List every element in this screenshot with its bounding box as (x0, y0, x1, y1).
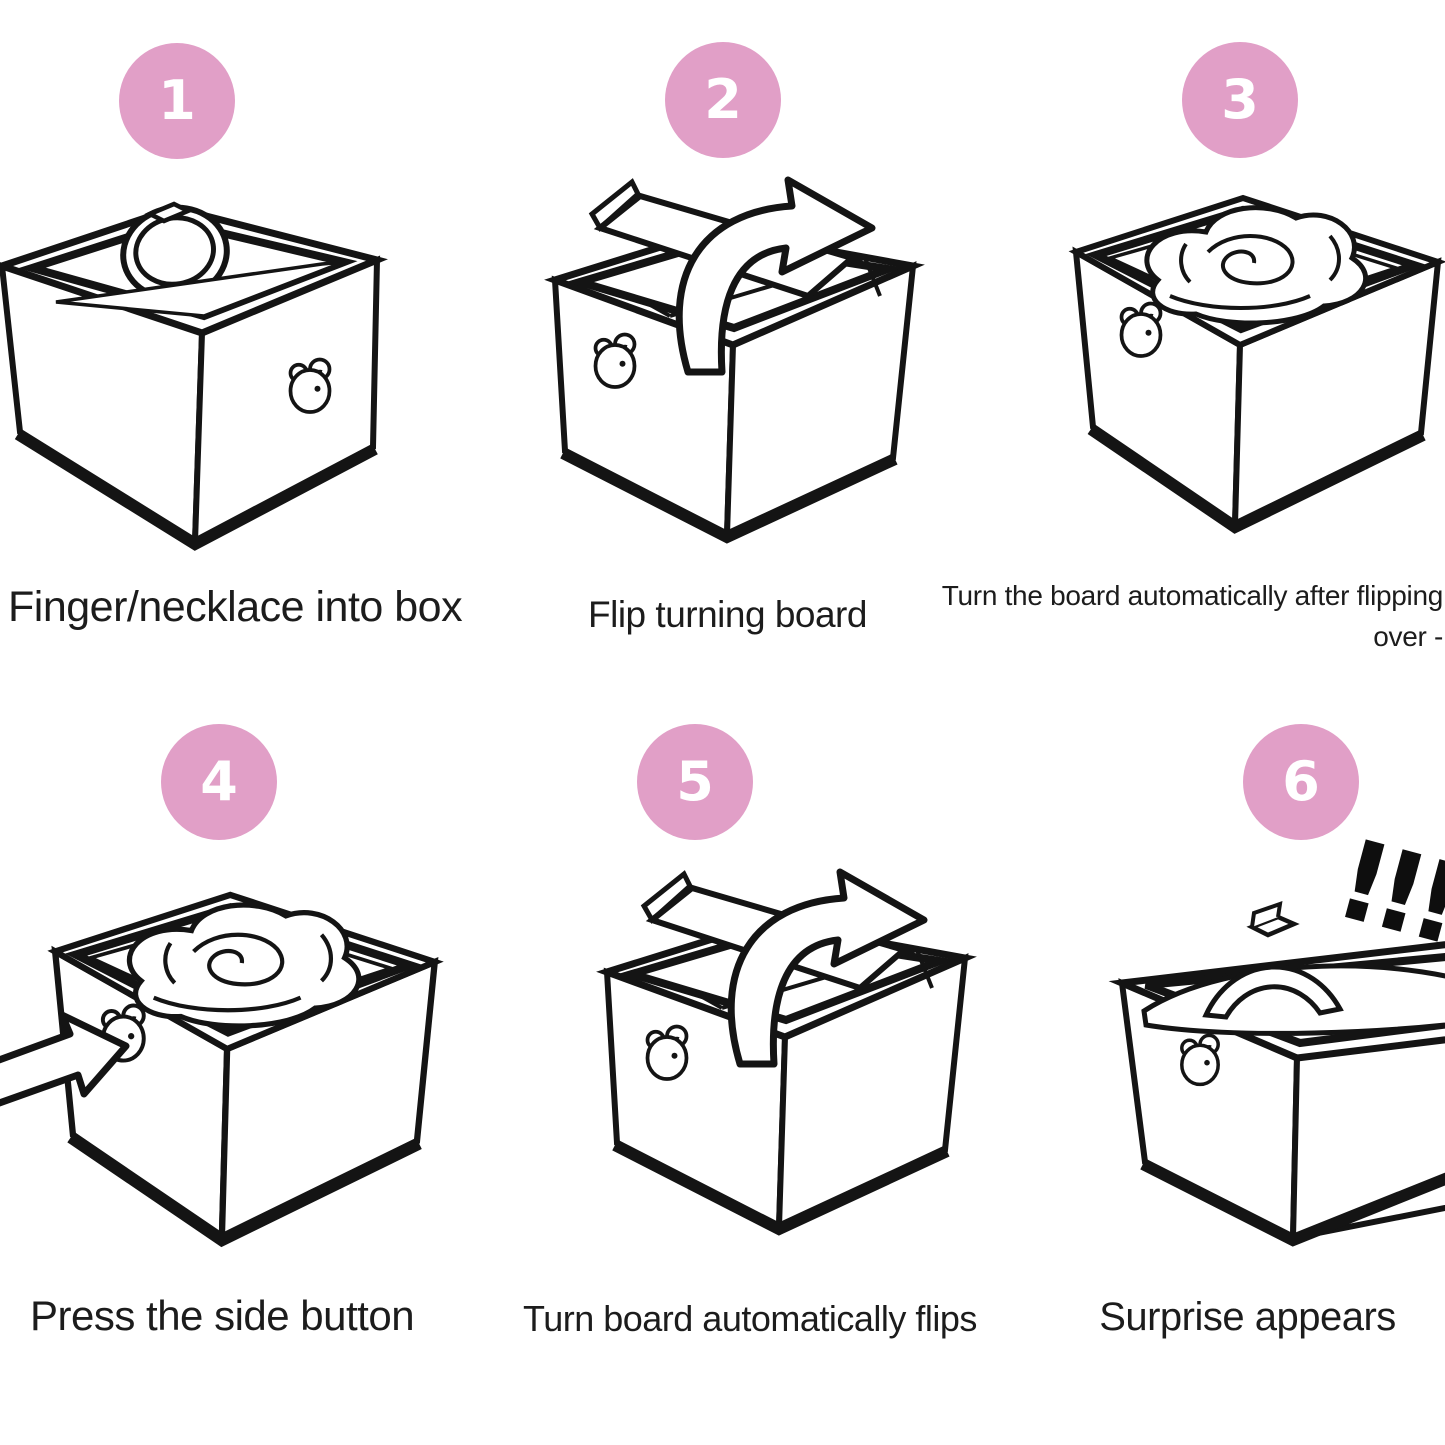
bear-button-icon (288, 357, 332, 414)
cushion-pad (55, 260, 345, 318)
step-2-number-badge: 2 (665, 42, 781, 158)
open-box-with-ring-illustration (0, 201, 388, 551)
step-number: 2 (704, 68, 742, 131)
step-number: 3 (1221, 68, 1259, 131)
flip-board-box-illustration (520, 166, 960, 566)
step-3-caption-line1: Turn the board automatically after flipp… (941, 580, 1444, 611)
step-4-caption: Press the side button (30, 1292, 415, 1339)
flip-board-box-illustration (572, 858, 1012, 1258)
step-1-caption: Finger/necklace into box (8, 583, 463, 631)
step-1-number-badge: 1 (119, 43, 235, 159)
step-number: 6 (1282, 750, 1320, 813)
step-number: 4 (200, 750, 238, 813)
step-6-number-badge: 6 (1243, 724, 1359, 840)
step-5-caption: Turn board automatically flips (523, 1298, 977, 1339)
press-arrow-icon (0, 1011, 130, 1107)
step-3-caption: Turn the board automatically after flipp… (883, 576, 1444, 657)
ring-prong (1246, 914, 1300, 938)
step-2-caption: Flip turning board (588, 594, 867, 635)
bear-button-icon (1180, 1033, 1220, 1087)
surprise-box-illustration (1108, 901, 1445, 1247)
step-3-number-badge: 3 (1182, 42, 1298, 158)
step-number: 1 (158, 69, 196, 132)
step-3-caption-line2: over - (1373, 620, 1443, 652)
surprise-exclamation: !!! (1323, 814, 1445, 968)
ring-icon (1202, 964, 1344, 1020)
step-5-number-badge: 5 (637, 724, 753, 840)
step-number: 5 (676, 750, 714, 813)
rose-lid-box-illustration (1058, 180, 1445, 550)
ring-prong (144, 201, 194, 224)
step-4-number-badge: 4 (161, 724, 277, 840)
step-6-caption: Surprise appears (1099, 1295, 1396, 1339)
